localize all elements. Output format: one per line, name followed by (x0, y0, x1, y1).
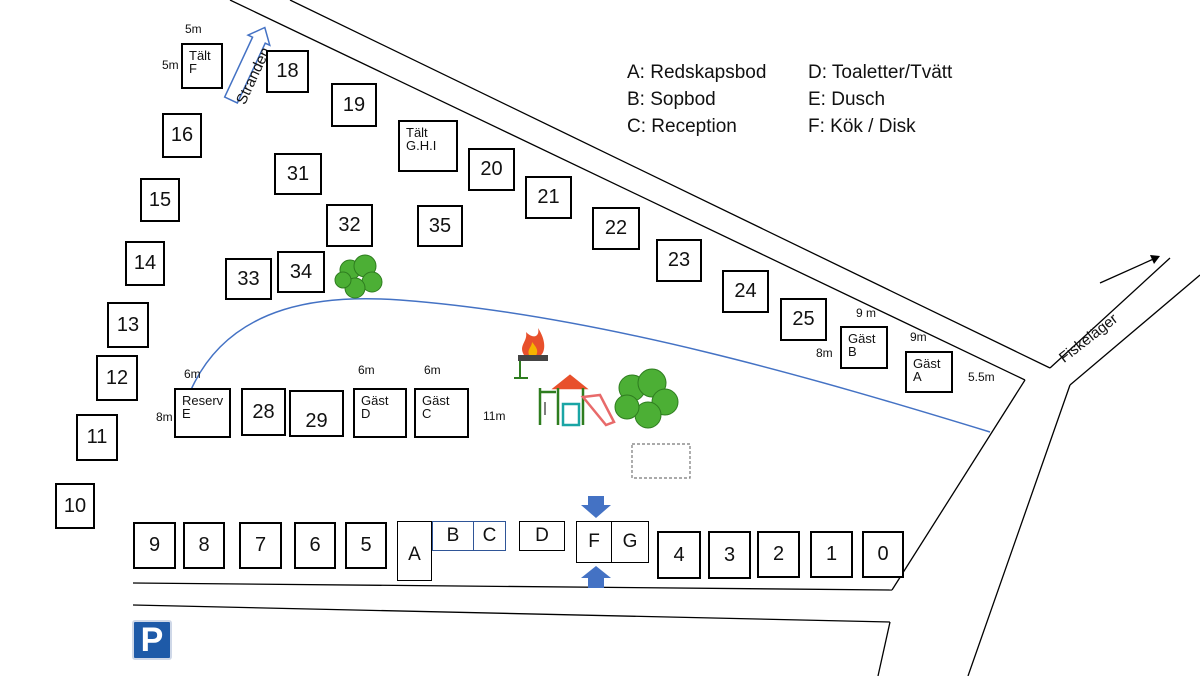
plot-22[interactable]: 22 (592, 207, 640, 250)
plot-0[interactable]: 0 (862, 531, 904, 578)
plot-18[interactable]: 18 (266, 50, 309, 93)
tent-ghi-label-1: Tält (406, 125, 428, 140)
gast-c-width-label: 6m (424, 363, 441, 377)
tent-f-label-1: Tält (189, 48, 211, 63)
entrance-arrow-icon (581, 566, 611, 588)
plot-23[interactable]: 23 (656, 239, 702, 282)
gast-b-label-1: Gäst (848, 331, 876, 346)
plot-28[interactable]: 28 (241, 388, 286, 436)
tree-icon (614, 368, 679, 429)
building-c[interactable]: C (473, 521, 506, 551)
plot-29[interactable]: 29 (289, 390, 344, 437)
tent-f-width-label: 5m (185, 22, 202, 36)
tent-f-depth-label: 5m (162, 58, 179, 72)
legend-item-a: A: Redskapsbod (627, 62, 767, 83)
plot-7[interactable]: 7 (239, 522, 282, 569)
road-edge (229, 0, 1026, 381)
legend-item-b: B: Sopbod (627, 89, 716, 110)
gast-d-label-2: D (361, 406, 371, 421)
gast-d-width-label: 6m (358, 363, 375, 377)
road-edge (967, 384, 1071, 676)
plot-14[interactable]: 14 (125, 241, 165, 286)
plot-15[interactable]: 15 (140, 178, 180, 222)
gast-c-depth-label: 11m (483, 409, 506, 423)
plot-5[interactable]: 5 (345, 522, 387, 569)
gast-b-label-2: B (848, 344, 857, 359)
legend-item-e: E: Dusch (808, 89, 886, 110)
entrance-arrow-icon (581, 496, 611, 518)
parking-icon: P (132, 620, 172, 660)
plot-21[interactable]: 21 (525, 176, 572, 219)
gast-c-label-1: Gäst (422, 393, 450, 408)
gast-d-label-1: Gäst (361, 393, 389, 408)
building-g[interactable]: G (611, 521, 649, 563)
road-edge (289, 0, 1051, 369)
plot-33[interactable]: 33 (225, 258, 272, 300)
plot-32[interactable]: 32 (326, 204, 373, 247)
road-edge (1069, 274, 1200, 386)
gast-a-depth-label: 5.5m (968, 370, 995, 384)
plot-19[interactable]: 19 (331, 83, 377, 127)
plot-34[interactable]: 34 (277, 251, 325, 293)
building-f[interactable]: F (576, 521, 612, 563)
gast-b-depth-label: 8m (816, 346, 833, 360)
gast-c-label-2: C (422, 406, 432, 421)
reserv-e-width-label: 6m (184, 367, 201, 381)
plot-9[interactable]: 9 (133, 522, 176, 569)
road-edge (877, 621, 891, 676)
road-edge (891, 379, 1026, 591)
legend-item-c: C: Reception (627, 116, 737, 137)
road-edge (132, 604, 891, 623)
plot-16[interactable]: 16 (162, 113, 202, 158)
tree-icon (334, 254, 383, 299)
plot-11[interactable]: 11 (76, 414, 118, 461)
plot-31[interactable]: 31 (274, 153, 322, 195)
reserv-e-label-2: E (182, 406, 191, 421)
playground-icon (538, 374, 616, 427)
plot-12[interactable]: 12 (96, 355, 138, 401)
tent-ghi-label-2: G.H.I (406, 138, 437, 153)
plot-24[interactable]: 24 (722, 270, 769, 313)
plot-25[interactable]: 25 (780, 298, 827, 341)
soccer-goal-icon (631, 443, 691, 479)
road-edge (132, 582, 893, 591)
building-a[interactable]: A (397, 521, 432, 581)
legend-item-d: D: Toaletter/Tvätt (808, 62, 953, 83)
plot-3[interactable]: 3 (708, 531, 751, 579)
plot-35[interactable]: 35 (417, 205, 463, 247)
building-b[interactable]: B (432, 521, 474, 551)
plot-2[interactable]: 2 (757, 531, 800, 578)
legend-item-f: F: Kök / Disk (808, 116, 916, 137)
building-d[interactable]: D (519, 521, 565, 551)
gast-a-label-2: A (913, 369, 922, 384)
road-edge (1049, 257, 1171, 369)
plot-13[interactable]: 13 (107, 302, 149, 348)
plot-8[interactable]: 8 (183, 522, 225, 569)
plot-10[interactable]: 10 (55, 483, 95, 529)
reserv-e-depth-label: 8m (156, 410, 173, 424)
walking-path (189, 297, 991, 433)
plot-4[interactable]: 4 (657, 531, 701, 579)
fiskelager-arrow-icon (1099, 255, 1160, 284)
fire-pit-icon (514, 328, 548, 379)
plot-6[interactable]: 6 (294, 522, 336, 569)
gast-b-width-label: 9 m (856, 306, 877, 320)
plot-1[interactable]: 1 (810, 531, 853, 578)
gast-a-width-label: 9m (910, 330, 927, 344)
gast-a-label-1: Gäst (913, 356, 941, 371)
tent-f-label-2: F (189, 61, 197, 76)
plot-20[interactable]: 20 (468, 148, 515, 191)
reserv-e-label-1: Reserv (182, 393, 224, 408)
stranden-arrow-icon (223, 26, 271, 104)
